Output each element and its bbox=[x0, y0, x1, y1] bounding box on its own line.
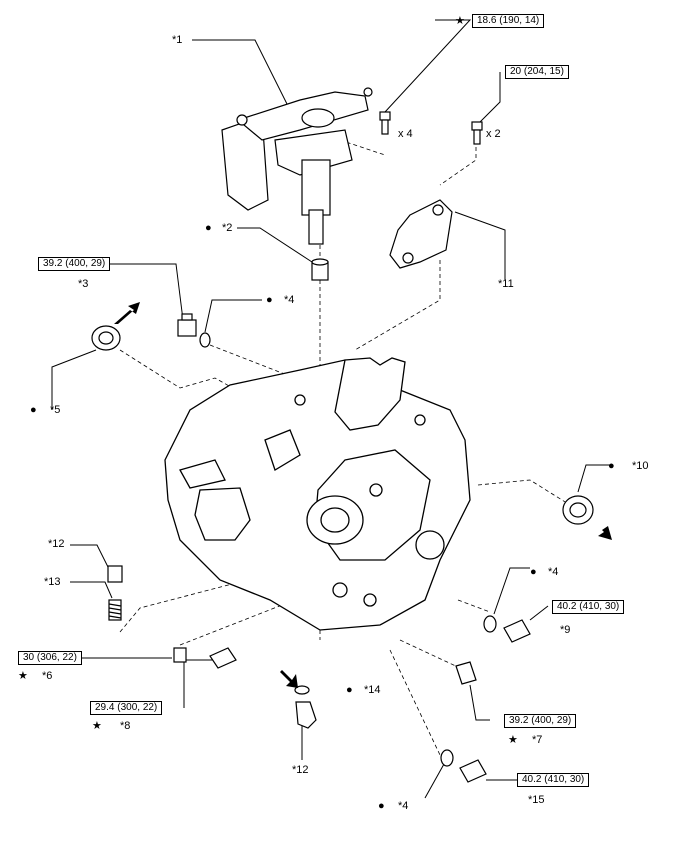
dot-symbol-4c: ● bbox=[378, 800, 385, 812]
plug-and-gasket bbox=[177, 313, 211, 348]
quantity-label-1: x 4 bbox=[398, 128, 413, 140]
torque-spec-6: 29.4 (300, 22) bbox=[90, 701, 163, 715]
oil-seal-right bbox=[562, 495, 594, 525]
torque-spec-3: 39.2 (400, 29) bbox=[38, 257, 111, 271]
dot-symbol-2: ● bbox=[205, 222, 212, 234]
torque-spec-2: 20 (204, 15) bbox=[505, 65, 569, 79]
dashed-line-bracket bbox=[439, 140, 477, 186]
leader-line-7 bbox=[469, 684, 490, 721]
dot-symbol-5: ● bbox=[30, 404, 37, 416]
quantity-label-2: x 2 bbox=[486, 128, 501, 140]
leader-line-10 bbox=[577, 464, 610, 493]
callout-6: *6 bbox=[42, 670, 53, 682]
torque-spec-8: 40.2 (410, 30) bbox=[517, 773, 590, 787]
leader-line-4b bbox=[493, 567, 530, 615]
dot-symbol-4b: ● bbox=[530, 566, 537, 578]
callout-5: *5 bbox=[50, 404, 61, 416]
arrow-indicator-right bbox=[592, 520, 612, 540]
dashed-line-11 bbox=[354, 260, 441, 351]
dashed-line-4b bbox=[457, 599, 491, 613]
leader-line-8 bbox=[183, 659, 217, 708]
leader-line-11 bbox=[454, 211, 506, 280]
star-symbol-t1: ★ bbox=[455, 15, 465, 27]
torque-spec-7: 39.2 (400, 29) bbox=[504, 714, 577, 728]
star-symbol-7: ★ bbox=[508, 734, 518, 746]
leader-line-12a bbox=[70, 544, 113, 576]
callout-11: *11 bbox=[498, 278, 514, 290]
torque-spec-4: 40.2 (410, 30) bbox=[552, 600, 625, 614]
breather-plug-left bbox=[107, 565, 123, 621]
leader-line-1 bbox=[192, 39, 291, 111]
dashed-line-10 bbox=[477, 479, 571, 506]
transaxle-case bbox=[164, 357, 471, 631]
leader-line-3 bbox=[98, 263, 184, 321]
leader-line-9 bbox=[529, 605, 549, 621]
bottom-switches bbox=[173, 615, 531, 783]
torque-spec-1: 18.6 (190, 14) bbox=[472, 14, 545, 28]
leader-line-2 bbox=[237, 227, 313, 263]
shift-lever-assembly bbox=[221, 87, 373, 245]
collar-part bbox=[311, 258, 329, 281]
callout-15: *15 bbox=[528, 794, 545, 806]
callout-2: *2 bbox=[222, 222, 233, 234]
dot-symbol-14: ● bbox=[346, 684, 353, 696]
star-symbol-6: ★ bbox=[18, 670, 28, 682]
callout-4c: *4 bbox=[398, 800, 409, 812]
callout-3: *3 bbox=[78, 278, 89, 290]
arrow-indicator-bottom bbox=[280, 670, 298, 688]
callout-9: *9 bbox=[560, 624, 571, 636]
leader-line-5 bbox=[51, 349, 97, 410]
callout-8: *8 bbox=[120, 720, 131, 732]
callout-14: *14 bbox=[364, 684, 381, 696]
callout-12a: *12 bbox=[48, 538, 65, 550]
leader-line-4a bbox=[204, 299, 262, 333]
dashed-line-7 bbox=[399, 639, 461, 669]
dashed-line-5 bbox=[119, 349, 246, 396]
bolt-parts-top bbox=[379, 111, 483, 145]
dot-symbol-10: ● bbox=[608, 460, 615, 472]
dashed-line-13 bbox=[119, 577, 256, 633]
callout-7: *7 bbox=[532, 734, 543, 746]
leader-line-t2 bbox=[477, 72, 501, 125]
bracket-part bbox=[389, 199, 453, 269]
callout-1: *1 bbox=[172, 34, 183, 46]
leader-line-t1 bbox=[384, 19, 472, 113]
dot-symbol-4a: ● bbox=[266, 294, 273, 306]
callout-4b: *4 bbox=[548, 566, 559, 578]
oil-seal-left bbox=[91, 325, 121, 351]
arrow-indicator-left bbox=[114, 302, 140, 324]
dashed-line-15 bbox=[389, 649, 441, 756]
torque-spec-5: 30 (306, 22) bbox=[18, 651, 82, 665]
callout-4a: *4 bbox=[284, 294, 295, 306]
star-symbol-8: ★ bbox=[92, 720, 102, 732]
callout-13: *13 bbox=[44, 576, 61, 588]
leader-line-13 bbox=[70, 581, 113, 599]
leader-line-4c bbox=[424, 763, 445, 799]
callout-12b: *12 bbox=[292, 764, 309, 776]
callout-10: *10 bbox=[632, 460, 649, 472]
